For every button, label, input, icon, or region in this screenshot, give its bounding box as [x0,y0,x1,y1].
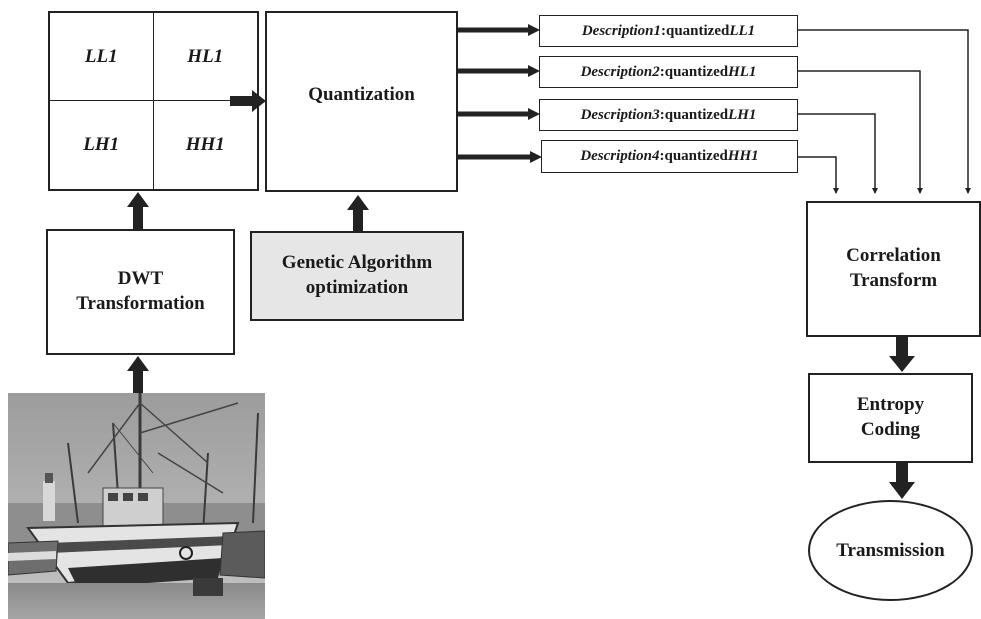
correlation-transform-box: Correlation Transform [806,201,981,337]
description-2-name: Description2 [580,63,660,80]
ga-label-line1: Genetic Algorithm [281,252,433,274]
subband-hh1: HH1 [185,134,225,155]
arrow-dwt-to-grid [127,192,149,229]
connector-desc1-to-correlation [798,29,971,194]
correlation-label-line2: Transform [849,270,938,291]
connector-desc4-to-correlation [798,156,839,194]
description-4-band: HH1 [727,148,759,164]
arrow-quant-to-desc3 [458,108,540,120]
boat-photo [8,393,265,619]
transmission-ellipse: Transmission [808,500,973,601]
description-3-text: :quantized [659,106,729,123]
dwt-label-line2: Transformation [76,293,205,314]
arrow-photo-to-dwt [127,356,149,393]
description-3-band: LH1 [728,106,757,123]
description-2-box: Description2:quantized HL1 [539,56,798,88]
description-1-box: Description1:quantized LL1 [539,15,798,47]
dwt-label-line1: DWT [117,268,164,290]
entropy-coding-box: Entropy Coding [808,373,973,463]
arrow-correlation-to-entropy [889,337,915,372]
arrow-entropy-to-transmission [889,463,915,499]
arrow-quant-to-desc1 [458,24,540,36]
description-3-box: Description3:quantized LH1 [539,99,798,131]
genetic-algorithm-box: Genetic Algorithm optimization [250,231,464,321]
arrow-quant-to-desc4 [458,151,542,163]
dwt-transformation-box: DWT Transformation [46,229,235,355]
quantization-label: Quantization [308,84,415,106]
entropy-label-line2: Coding [860,419,921,440]
correlation-label-line1: Correlation [846,245,941,267]
description-2-text: :quantized [659,63,729,80]
connector-desc3-to-correlation [798,113,878,194]
description-4-box: Description4:quantized HH1 [541,140,798,173]
description-4-name: Description4 [580,148,660,164]
entropy-label-line1: Entropy [856,394,925,416]
description-1-band: LL1 [729,22,756,39]
description-2-band: HL1 [728,63,757,80]
ga-label-line2: optimization [305,277,409,298]
description-4-text: :quantized [659,148,728,164]
boat-image [8,393,265,619]
subband-ll1: LL1 [50,13,154,101]
description-1-text: :quantized [661,22,730,39]
arrow-grid-to-quantization [230,90,266,112]
connector-desc2-to-correlation [798,70,923,194]
description-1-name: Description1 [581,22,661,39]
subband-hl1: HL1 [153,13,257,101]
subband-lh1: LH1 [50,101,154,189]
description-3-name: Description3 [580,106,660,123]
arrow-ga-to-quantization [347,195,369,231]
quantization-box: Quantization [265,11,458,192]
arrow-quant-to-desc2 [458,65,540,77]
transmission-label: Transmission [836,539,945,561]
